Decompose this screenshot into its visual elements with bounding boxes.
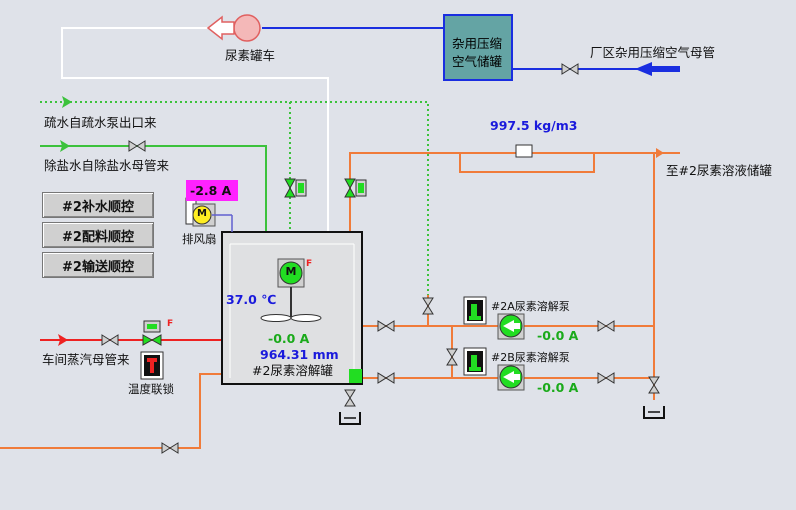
drain-water-branch-pipe bbox=[290, 101, 429, 295]
demin-water-label: 除盐水自除盐水母管来 bbox=[44, 158, 170, 173]
pump-2b[interactable] bbox=[497, 364, 525, 391]
valve-steam-manual[interactable] bbox=[101, 334, 119, 346]
agitator-motor-glyph: M bbox=[285, 265, 297, 278]
refill-sequence-button[interactable]: #2补水顺控 bbox=[42, 192, 154, 218]
valve-air-header[interactable] bbox=[561, 63, 579, 75]
valve-drain-bottom-right[interactable] bbox=[648, 376, 660, 394]
urea-tanker-label: 尿素罐车 bbox=[225, 48, 276, 63]
density-value: 997.5 kg/m3 bbox=[490, 118, 578, 133]
agitator-fault-flag: F bbox=[306, 259, 313, 269]
valve-pump-2a-suction[interactable] bbox=[377, 320, 395, 332]
pump-2b-current-value: -0.0 A bbox=[537, 380, 579, 395]
fan-motor-glyph: M bbox=[197, 208, 207, 219]
pump-2b-status-box[interactable] bbox=[463, 347, 487, 376]
motor-valve-drain-water[interactable] bbox=[284, 178, 307, 198]
demin-water-pipe bbox=[40, 145, 267, 232]
bottom-drain-pipe bbox=[0, 373, 222, 449]
pump-2a[interactable] bbox=[497, 313, 525, 340]
air-tank bbox=[443, 14, 513, 81]
valve-pump-2b-suction[interactable] bbox=[377, 372, 395, 384]
level-indicator bbox=[349, 369, 362, 383]
valve-pump-2b-crossover[interactable] bbox=[446, 348, 458, 366]
motor-valve-steam[interactable] bbox=[142, 320, 162, 346]
batch-sequence-button[interactable]: #2配料顺控 bbox=[42, 222, 154, 248]
fan-current-value: -2.8 A bbox=[190, 183, 232, 198]
fan-current-box bbox=[186, 180, 238, 201]
drain-water-arrow bbox=[62, 96, 72, 108]
demin-water-arrow bbox=[60, 140, 70, 152]
exhaust-fan[interactable] bbox=[185, 191, 233, 232]
urea-tanker-icon bbox=[206, 14, 261, 42]
pump-2a-status-box[interactable] bbox=[463, 296, 487, 325]
steam-arrow bbox=[58, 334, 68, 346]
tank-temperature-value: 37.0 ℃ bbox=[226, 292, 277, 307]
valve-bottom-drain[interactable] bbox=[161, 442, 179, 454]
density-meter[interactable] bbox=[515, 144, 533, 158]
valve-tank-bottom[interactable] bbox=[344, 389, 356, 407]
steam-valve-fault-flag: F bbox=[167, 319, 174, 329]
pump-2b-label: #2B尿素溶解泵 bbox=[491, 351, 570, 364]
temp-interlock-icon[interactable] bbox=[140, 351, 164, 380]
temp-interlock-label: 温度联锁 bbox=[128, 382, 174, 396]
valve-pump-2a-discharge[interactable] bbox=[597, 320, 615, 332]
pump-2a-label: #2A尿素溶解泵 bbox=[491, 300, 570, 313]
valve-demin[interactable] bbox=[128, 140, 146, 152]
drain-bin-right bbox=[643, 406, 665, 419]
recirc-pipe bbox=[349, 152, 680, 232]
tank-name-label: #2尿素溶解罐 bbox=[252, 363, 333, 378]
tank-level-value: 964.31 mm bbox=[260, 347, 339, 362]
air-tank-label-line2: 空气储罐 bbox=[452, 54, 503, 69]
plant-air-header-label: 厂区杂用压缩空气母管 bbox=[590, 45, 716, 60]
air-tank-label-line1: 杂用压缩 bbox=[452, 36, 503, 51]
air-inlet-arrow bbox=[635, 62, 680, 76]
valve-recirc-return[interactable] bbox=[422, 297, 434, 315]
to-storage-arrow bbox=[656, 148, 664, 158]
to-storage-label: 至#2尿素溶液储罐 bbox=[666, 163, 772, 178]
urea-inlet-pipe bbox=[61, 27, 329, 232]
steam-header-label: 车间蒸汽母管来 bbox=[42, 352, 130, 367]
motor-valve-recirc[interactable] bbox=[344, 178, 367, 198]
drain-bin-left bbox=[339, 412, 361, 425]
valve-pump-2b-discharge[interactable] bbox=[597, 372, 615, 384]
drain-water-label: 疏水自疏水泵出口来 bbox=[44, 115, 157, 130]
exhaust-fan-label: 排风扇 bbox=[182, 232, 217, 246]
transfer-sequence-button[interactable]: #2输送顺控 bbox=[42, 252, 154, 278]
agitator[interactable] bbox=[260, 258, 322, 322]
pump-2a-current-value: -0.0 A bbox=[537, 328, 579, 343]
agitator-current-value: -0.0 A bbox=[268, 331, 310, 346]
